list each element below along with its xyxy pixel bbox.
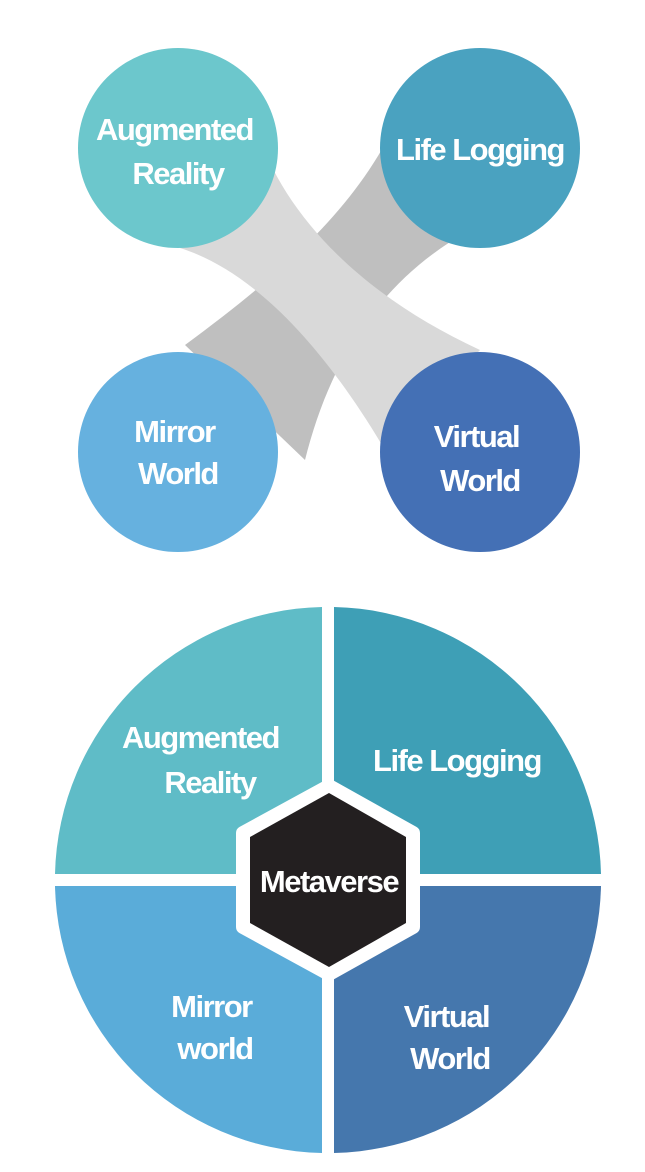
circle-label: Virtual World <box>434 419 527 498</box>
quadrant-label-mirror-world: Mirror world <box>171 989 259 1066</box>
center-hexagon: Metaverse <box>236 779 420 981</box>
quadrant-label-virtual-world: Virtual World <box>404 999 497 1076</box>
center-label: Metaverse <box>260 864 399 899</box>
circle-label: Mirror World <box>134 414 222 491</box>
quadrant-mirror-world <box>55 886 322 1153</box>
quadrant-label-life-logging: Life Logging <box>373 743 541 778</box>
circle-label: Augmented Reality <box>96 112 260 191</box>
quadrant-label-augmented-reality: Augmented Reality <box>122 720 286 800</box>
quadrant-augmented-reality <box>55 607 322 874</box>
top-diagram: Augmented Reality Life Logging Mirror Wo… <box>78 48 580 552</box>
quadrant-virtual-world <box>334 886 601 1153</box>
circle-virtual-world: Virtual World <box>380 352 580 552</box>
quadrant-life-logging <box>334 607 601 874</box>
circle-life-logging: Life Logging <box>380 48 580 248</box>
circle-mirror-world: Mirror World <box>78 352 278 552</box>
circle-augmented-reality: Augmented Reality <box>78 48 278 248</box>
circle-label: Life Logging <box>396 132 564 167</box>
bottom-diagram: Augmented Reality Life Logging Mirror wo… <box>55 607 601 1153</box>
